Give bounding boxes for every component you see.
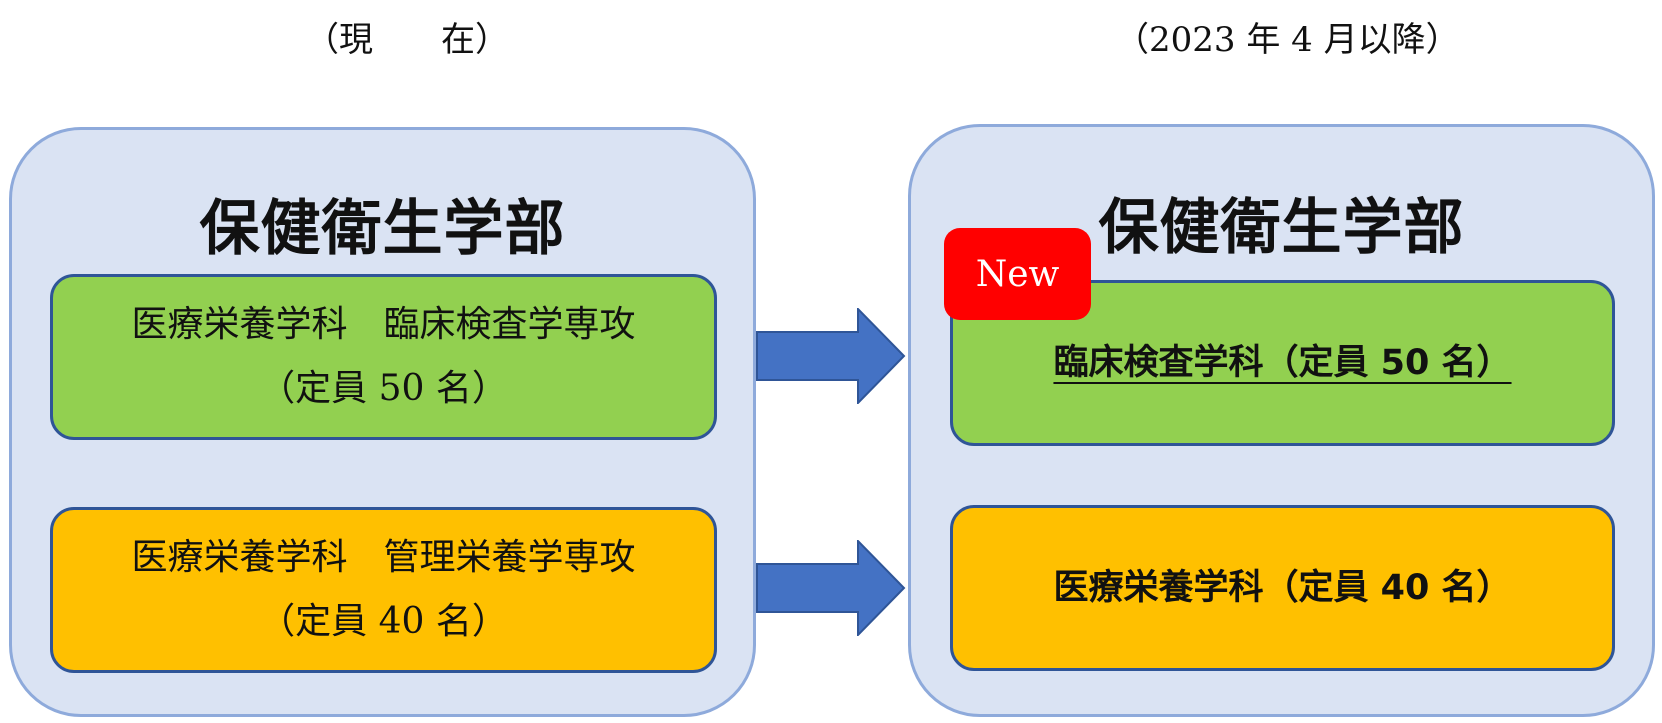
heading-future: （2023 年 4 月以降） [1115, 20, 1460, 60]
new-badge: New [944, 228, 1091, 320]
current-faculty-panel: 保健衛生学部 医療栄養学科 臨床検査学専攻 （定員 50 名） 医療栄養学科 管… [9, 127, 756, 717]
current-dept-nutrition-capacity: （定員 40 名） [259, 601, 508, 642]
current-dept-nutrition: 医療栄養学科 管理栄養学専攻 （定員 40 名） [50, 507, 717, 673]
future-dept-nutrition: 医療栄養学科（定員 40 名） [950, 505, 1615, 671]
current-dept-clinical-lab-capacity: （定員 50 名） [259, 368, 508, 409]
transition-arrow-nutrition [756, 540, 906, 636]
future-faculty-title: 保健衛生学部 [1098, 193, 1465, 263]
current-dept-clinical-lab-name: 医療栄養学科 臨床検査学専攻 [131, 304, 636, 345]
heading-current: （現 在） [305, 20, 509, 60]
current-dept-nutrition-name: 医療栄養学科 管理栄養学専攻 [131, 537, 636, 578]
future-dept-nutrition-label: 医療栄養学科（定員 40 名） [1053, 568, 1512, 608]
current-dept-clinical-lab: 医療栄養学科 臨床検査学専攻 （定員 50 名） [50, 274, 717, 440]
future-faculty-panel: 保健衛生学部 臨床検査学科（定員 50 名） 医療栄養学科（定員 40 名） [908, 124, 1655, 717]
transition-arrow-clinical-lab [756, 308, 906, 404]
future-dept-clinical-lab-label: 臨床検査学科（定員 50 名） [1053, 343, 1512, 383]
current-faculty-title: 保健衛生学部 [199, 194, 566, 264]
